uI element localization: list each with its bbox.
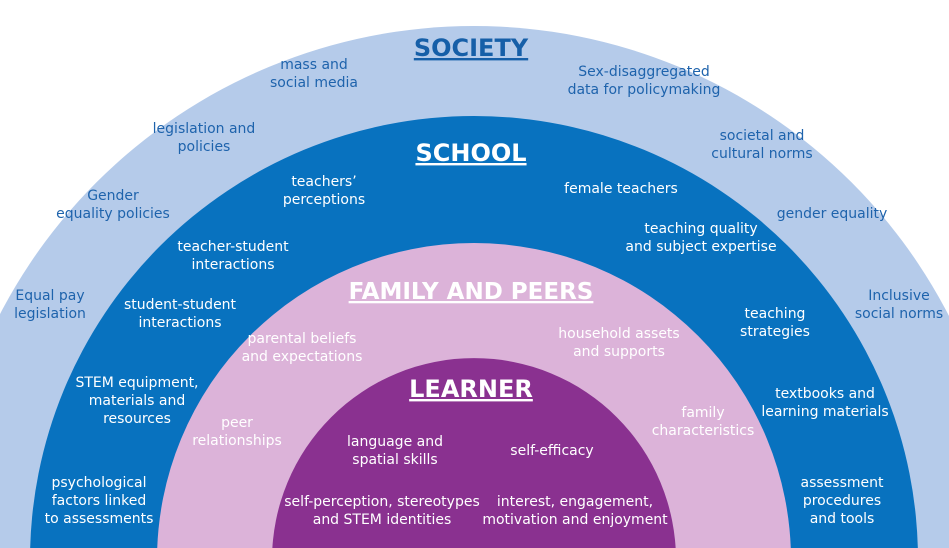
learner-title: LEARNER (409, 375, 533, 403)
society-title: SOCIETY (414, 34, 529, 62)
school-factor-line: factors linked (52, 493, 147, 509)
society-factor-line: data for policymaking (568, 82, 721, 98)
learner-factor-line: self-perception, stereotypes (284, 494, 479, 510)
school-factor-line: and subject expertise (625, 239, 776, 255)
school-factor-label: assessment procedures and tools (801, 475, 884, 527)
society-factor-label: legislation and policies (153, 121, 256, 155)
learner-ring (272, 358, 676, 548)
society-factor-line: mass and (280, 57, 348, 73)
learner-factor-line: language and (347, 434, 443, 450)
family-factor-line: family (681, 405, 724, 421)
family-factor-label: family characteristics (652, 405, 755, 439)
family-factor-line: characteristics (652, 423, 755, 439)
school-factor-line: teaching (745, 306, 806, 322)
school-factor-line: female teachers (564, 181, 678, 197)
family-factor-line: parental beliefs (248, 331, 357, 347)
school-factor-line: resources (103, 411, 171, 427)
family-factor-line: peer (221, 415, 253, 431)
learner-factor-line: interest, engagement, (497, 494, 653, 510)
school-factor-label: teachers’ perceptions (283, 174, 365, 208)
society-factor-line: Inclusive (868, 288, 930, 304)
school-factor-line: materials and (89, 393, 186, 409)
school-factor-line: perceptions (283, 192, 365, 208)
family-factor-line: and supports (573, 344, 665, 360)
society-factor-line: Gender (87, 188, 139, 204)
school-factor-line: STEM equipment, (75, 375, 198, 391)
school-factor-label: teacher-student interactions (177, 239, 289, 273)
learner-factor-line: and STEM identities (313, 512, 452, 528)
society-factor-line: Equal pay (15, 288, 84, 304)
school-factor-label: teaching strategies (740, 306, 810, 340)
society-factor-line: legislation (14, 306, 86, 322)
school-factor-line: learning materials (761, 404, 888, 420)
society-factor-line: Sex-disaggregated (578, 64, 710, 80)
learner-factor-line: spatial skills (352, 452, 437, 468)
school-title: SCHOOL (415, 139, 526, 167)
family-factor-label: peer relationships (192, 415, 282, 449)
school-factor-line: teaching quality (644, 221, 757, 237)
family-factor-label: parental beliefs and expectations (242, 331, 363, 365)
school-factor-line: student-student (124, 297, 237, 313)
school-factor-label: student-student interactions (124, 297, 237, 331)
family-factor-line: household assets (558, 326, 679, 342)
school-factor-label: female teachers (564, 181, 678, 197)
learner-factor-line: motivation and enjoyment (482, 512, 668, 528)
society-factor-line: equality policies (56, 206, 170, 222)
school-factor-label: teaching quality and subject expertise (625, 221, 776, 255)
society-factor-line: legislation and (153, 121, 256, 137)
school-factor-line: teachers’ (291, 174, 356, 190)
school-factor-line: interactions (138, 315, 221, 331)
society-factor-label: mass and social media (270, 57, 358, 91)
family-factor-line: relationships (192, 433, 282, 449)
school-factor-line: assessment (801, 475, 884, 491)
school-factor-line: strategies (740, 324, 810, 340)
school-factor-line: textbooks and (775, 386, 875, 402)
society-factor-label: societal and cultural norms (711, 128, 812, 162)
society-factor-label: gender equality (777, 206, 888, 222)
learner-factor-label: self-efficacy (510, 443, 593, 459)
factor-labels: mass and social media Sex-disaggregated dat… (14, 57, 943, 528)
society-factor-label: Sex-disaggregated data for policymaking (568, 64, 721, 98)
learner-factor-label: interest, engagement, motivation and enjo… (482, 494, 668, 528)
family-factor-line: and expectations (242, 349, 363, 365)
school-factor-line: to assessments (45, 511, 154, 527)
society-factor-line: societal and (720, 128, 805, 144)
society-factor-line: gender equality (777, 206, 888, 222)
school-factor-line: and tools (810, 511, 875, 527)
family-and-peers-title: FAMILY AND PEERS (349, 279, 594, 305)
society-factor-line: policies (178, 139, 231, 155)
school-factor-line: teacher-student (177, 239, 289, 255)
school-factor-line: psychological (52, 475, 147, 491)
school-factor-line: procedures (803, 493, 881, 509)
learner-factor-label: language and spatial skills (347, 434, 443, 468)
family-factor-label: household assets and supports (558, 326, 679, 360)
school-factor-line: interactions (191, 257, 274, 273)
learner-factor-label: self-perception, stereotypes and STEM ide… (284, 494, 479, 528)
society-factor-line: cultural norms (711, 146, 812, 162)
society-factor-label: Inclusive social norms (855, 288, 943, 322)
society-factor-line: social norms (855, 306, 943, 322)
school-factor-label: STEM equipment, materials and resources (75, 375, 198, 427)
learner-factor-line: self-efficacy (510, 443, 593, 459)
school-factor-label: textbooks and learning materials (761, 386, 888, 420)
society-factor-label: Equal pay legislation (14, 288, 86, 322)
school-factor-label: psychological factors linked to assessment… (45, 475, 154, 527)
society-factor-line: social media (270, 75, 358, 91)
society-factor-label: Gender equality policies (56, 188, 170, 222)
